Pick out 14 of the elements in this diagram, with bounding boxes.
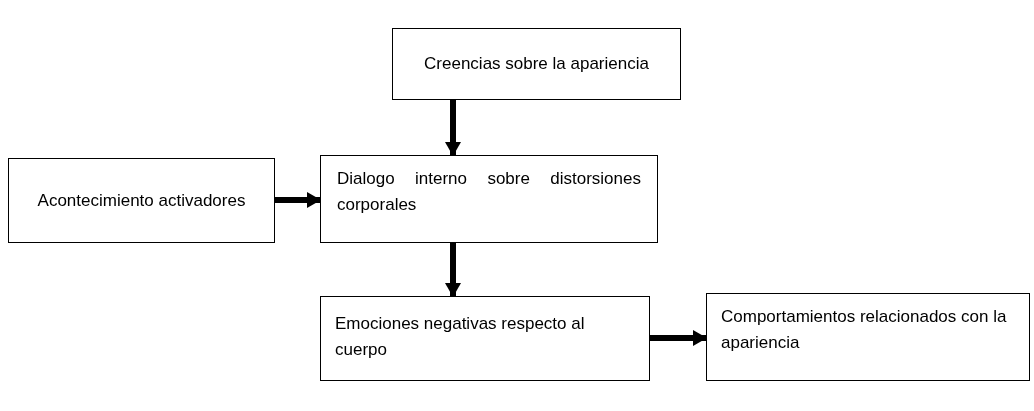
box-text: Acontecimiento activadores bbox=[36, 189, 247, 212]
arrow bbox=[275, 192, 321, 208]
process-box bbox=[706, 293, 1030, 381]
box-text: Comportamientos relacionados con la apariencia bbox=[721, 306, 1008, 354]
process-box bbox=[320, 155, 658, 243]
process-box bbox=[8, 158, 275, 243]
arrow bbox=[445, 243, 461, 297]
arrow bbox=[445, 100, 461, 156]
arrow bbox=[650, 330, 707, 346]
box-text: Emociones negativas respecto al cuerpo bbox=[335, 313, 586, 361]
process-box bbox=[392, 28, 681, 100]
box-text: Dialogo interno sobre distorsiones corporales bbox=[337, 168, 641, 216]
box-text: Creencias sobre la apariencia bbox=[423, 53, 650, 75]
process-box bbox=[320, 296, 650, 381]
